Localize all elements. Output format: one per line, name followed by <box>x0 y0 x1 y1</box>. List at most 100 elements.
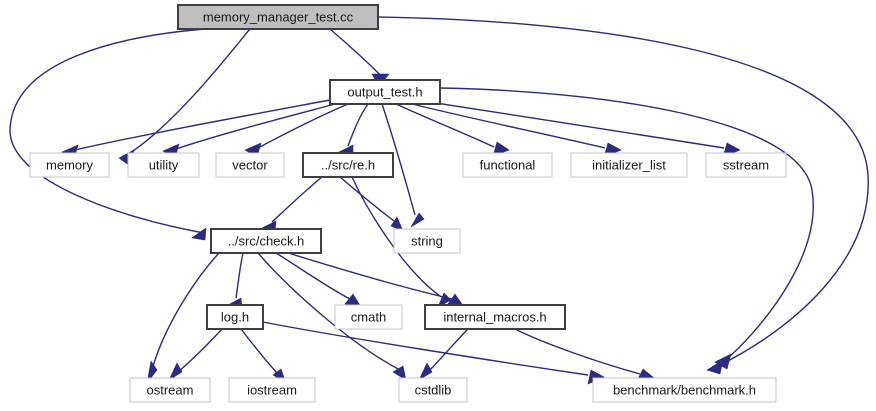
edge-line <box>275 252 351 300</box>
arrow-head-icon <box>437 292 452 308</box>
node-label: ostream <box>147 382 194 397</box>
node-box[interactable] <box>177 4 379 30</box>
edge-line <box>339 176 395 222</box>
node-box[interactable] <box>570 152 688 178</box>
edge-internal_macros_h-to-cstdlib <box>418 328 469 381</box>
edge-output_test_h-to-memory <box>61 99 331 160</box>
edge-line <box>377 16 869 366</box>
edge-line <box>347 103 369 147</box>
edge-output_test_h-to-initializer_list <box>403 101 622 158</box>
edge-line <box>151 252 220 371</box>
node-sstream[interactable]: sstream <box>705 152 787 178</box>
node-box[interactable] <box>228 377 316 403</box>
node-vector[interactable]: vector <box>215 152 285 178</box>
edge-src_re_h-to-internal_macros_h <box>351 176 452 308</box>
node-label: iostream <box>247 382 297 397</box>
edge-line <box>129 28 251 154</box>
edge-line <box>381 103 416 216</box>
node-box[interactable] <box>705 152 787 178</box>
node-box[interactable] <box>424 304 566 330</box>
node-label: functional <box>480 157 536 172</box>
edge-line <box>235 252 244 299</box>
edge-line <box>257 252 401 371</box>
node-iostream[interactable]: iostream <box>228 377 316 403</box>
edge-line <box>271 176 323 223</box>
edge-line <box>427 328 469 373</box>
node-box[interactable] <box>206 304 264 330</box>
edge-src_re_h-to-string <box>339 176 404 232</box>
node-utility[interactable]: utility <box>127 152 200 178</box>
node-box[interactable] <box>127 152 200 178</box>
arrow-head-icon <box>168 362 183 381</box>
edge-output_test_h-to-vector <box>244 103 349 158</box>
node-label: cstdlib <box>415 382 452 397</box>
edge-src_check_h-to-cmath <box>275 252 362 308</box>
node-box[interactable] <box>302 152 394 178</box>
node-label: ../src/re.h <box>321 157 375 172</box>
node-string[interactable]: string <box>393 228 461 254</box>
edge-memory_manager_test_cc-to-output_test_h <box>329 28 390 87</box>
node-label: string <box>411 233 443 248</box>
edge-log_h-to-benchmark_benchmark_h <box>262 321 605 385</box>
edges-layer <box>9 16 869 385</box>
edge-output_test_h-to-string <box>381 103 425 228</box>
node-box[interactable] <box>129 377 211 403</box>
edge-line <box>329 28 384 79</box>
node-box[interactable] <box>334 304 403 330</box>
node-label: log.h <box>221 309 249 324</box>
node-box[interactable] <box>210 228 322 254</box>
edge-memory_manager_test_cc-to-src_check_h <box>9 28 207 241</box>
edge-line <box>403 101 606 149</box>
edge-output_test_h-to-benchmark_benchmark_h <box>439 87 814 370</box>
node-internal_macros_h[interactable]: internal_macros.h <box>424 304 566 330</box>
node-label: ../src/check.h <box>228 233 305 248</box>
node-label: sstream <box>723 157 769 172</box>
node-ostream[interactable]: ostream <box>129 377 211 403</box>
node-box[interactable] <box>592 377 777 403</box>
node-functional[interactable]: functional <box>462 152 553 178</box>
node-label: memory_manager_test.cc <box>203 9 354 24</box>
node-output_test_h[interactable]: output_test.h <box>329 79 441 105</box>
edge-line <box>9 28 206 234</box>
node-memory_manager_test_cc[interactable]: memory_manager_test.cc <box>177 4 379 30</box>
edge-line <box>177 328 223 373</box>
edge-line <box>514 328 641 375</box>
node-box[interactable] <box>329 79 441 105</box>
node-initializer_list[interactable]: initializer_list <box>570 152 688 178</box>
edge-log_h-to-ostream <box>168 328 223 381</box>
edge-line <box>439 87 814 359</box>
edge-line <box>74 99 331 151</box>
node-label: utility <box>149 157 179 172</box>
node-src_re_h[interactable]: ../src/re.h <box>302 152 394 178</box>
node-label: cmath <box>351 309 386 324</box>
arrow-head-icon <box>418 362 433 381</box>
edge-line <box>284 251 453 300</box>
node-box[interactable] <box>215 152 285 178</box>
edge-src_check_h-to-internal_macros_h <box>284 251 465 308</box>
node-box[interactable] <box>398 377 468 403</box>
arrow-head-icon <box>410 212 425 228</box>
node-label: initializer_list <box>592 157 666 172</box>
node-cmath[interactable]: cmath <box>334 304 403 330</box>
edge-line <box>395 103 495 148</box>
node-benchmark_benchmark_h[interactable]: benchmark/benchmark.h <box>592 377 777 403</box>
node-box[interactable] <box>462 152 553 178</box>
edge-src_check_h-to-cstdlib <box>257 252 407 381</box>
arrow-head-icon <box>714 353 732 370</box>
node-box[interactable] <box>393 228 461 254</box>
node-src_check_h[interactable]: ../src/check.h <box>210 228 322 254</box>
edge-line <box>351 176 441 297</box>
edge-line <box>409 98 725 149</box>
arrow-head-icon <box>392 365 407 381</box>
node-cstdlib[interactable]: cstdlib <box>398 377 468 403</box>
nodes-layer: memory_manager_test.cc output_test.hmemor… <box>29 4 787 403</box>
node-memory[interactable]: memory <box>29 152 110 178</box>
edge-line <box>262 321 589 376</box>
node-box[interactable] <box>29 152 110 178</box>
edge-src_re_h-to-src_check_h <box>261 176 323 233</box>
edge-log_h-to-iostream <box>240 328 287 384</box>
node-log_h[interactable]: log.h <box>206 304 264 330</box>
edge-output_test_h-to-src_re_h <box>338 103 369 157</box>
